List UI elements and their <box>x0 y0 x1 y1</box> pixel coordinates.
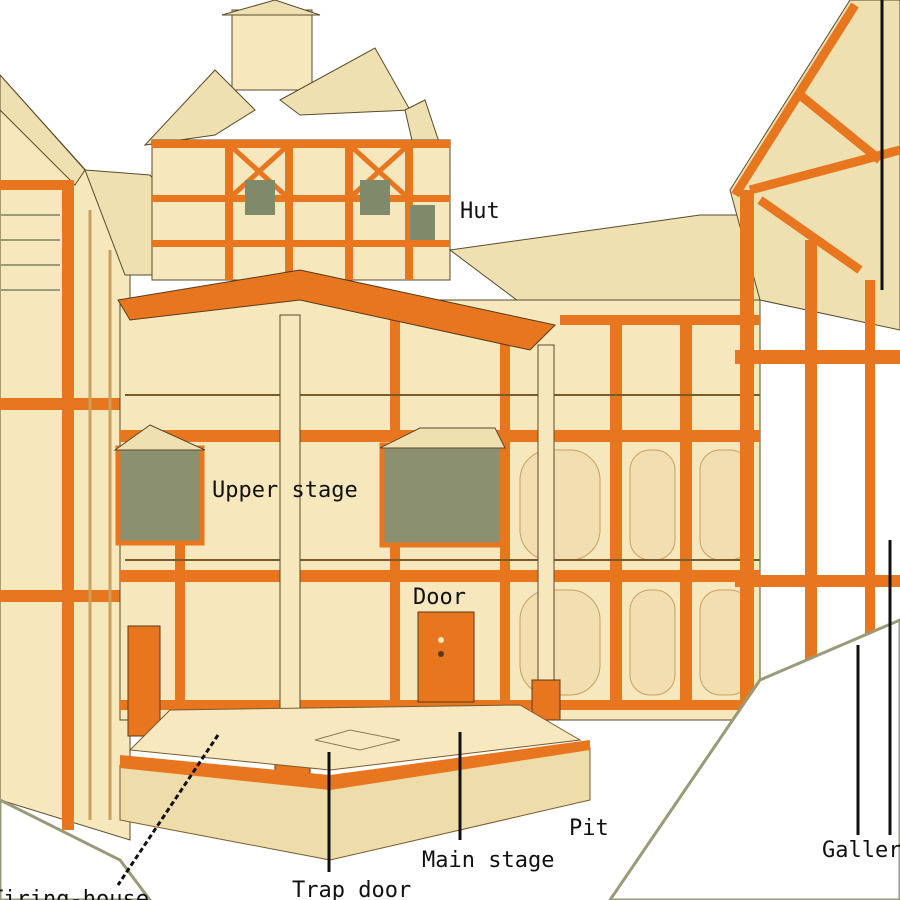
right-wing <box>608 0 900 900</box>
main-stage-platform <box>119 704 591 861</box>
stage-door-left <box>127 625 161 737</box>
label-tiring-house: Tiring-house <box>0 887 149 900</box>
label-trap-door: Trap door <box>292 878 412 900</box>
label-upper-stage: Upper stage <box>212 478 358 503</box>
label-main-stage: Main stage <box>422 848 555 873</box>
stage-door-center <box>417 611 475 703</box>
leader-lines <box>116 540 892 886</box>
leader-tiring <box>116 734 220 886</box>
label-door: Door <box>413 585 466 610</box>
label-pit: Pit <box>569 816 609 841</box>
back-gallery <box>113 214 761 737</box>
hut-tower <box>143 0 451 281</box>
label-gallery: Galler <box>822 838 900 863</box>
label-hut: Hut <box>460 199 500 224</box>
trap-door <box>314 729 401 751</box>
